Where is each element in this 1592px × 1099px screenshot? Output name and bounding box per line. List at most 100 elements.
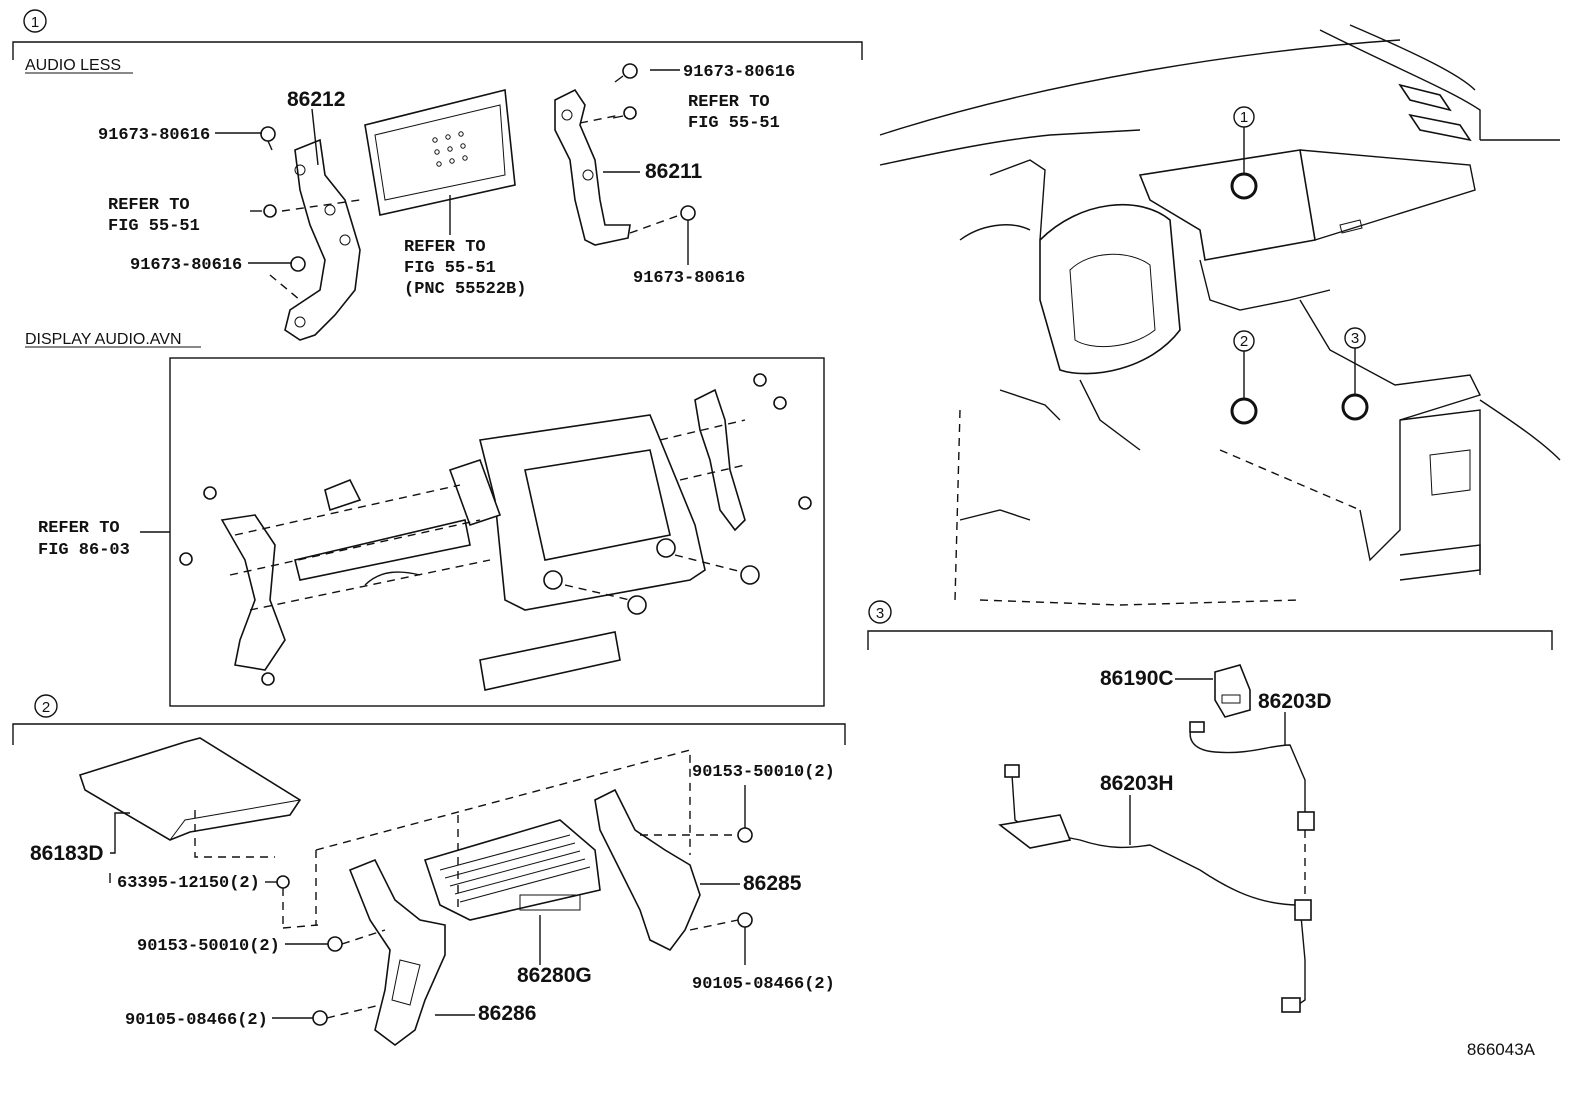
section-1-marker [23, 9, 47, 33]
bolt-icon [290, 256, 306, 272]
bolt-icon [753, 373, 767, 387]
bracket-hole [582, 169, 594, 181]
bracket-hole [324, 204, 336, 216]
connector-icon [1281, 997, 1301, 1013]
refer-note-line2: FIG 55-51 [404, 259, 496, 278]
bolt-icon [261, 672, 275, 686]
screw-icon [327, 936, 343, 952]
bolt-icon [680, 205, 696, 221]
part-91673-80616: 91673-80616 [633, 269, 745, 288]
part-90153-50010: 90153-50010(2) [137, 937, 280, 956]
bracket-hole [561, 109, 573, 121]
refer-note-line3: (PNC 55522B) [404, 280, 526, 299]
center-console [1299, 299, 1481, 562]
part-91673-80616: 91673-80616 [98, 126, 210, 145]
part-63395-12150: 63395-12150(2) [117, 874, 260, 893]
clip-icon [324, 478, 362, 512]
bolt-icon [260, 126, 276, 151]
refer-note-line2: FIG 86-03 [38, 541, 130, 560]
air-vent [1408, 113, 1472, 142]
refer-note-line2: FIG 55-51 [688, 114, 780, 133]
console-lid-86183D [78, 737, 302, 841]
part-86190C: 86190C [1100, 667, 1174, 690]
section-2-marker-label: 2 [42, 699, 50, 716]
refer-note-line2: FIG 55-51 [108, 217, 200, 236]
center-stack [1138, 149, 1316, 261]
cover-vent-dots [432, 131, 468, 167]
bracket-86286 [348, 858, 446, 1046]
bracket-hole [294, 164, 306, 176]
refer-note-line1: REFER TO [108, 196, 190, 215]
harness-86203H [1011, 774, 1306, 1011]
audio-less-cover-panel [364, 89, 516, 216]
refer-note-line1: REFER TO [404, 238, 486, 257]
wire-harness-small [364, 571, 421, 586]
connector-icon [1189, 721, 1205, 733]
section-3-marker-label: 3 [876, 605, 884, 622]
part-86286: 86286 [478, 1002, 536, 1025]
section-3-bracket [867, 630, 1553, 650]
screw-icon [737, 827, 753, 843]
knob-cap-icon [740, 565, 760, 585]
vehicle-interior-view: 1 2 3 [879, 24, 1561, 606]
bracket-86211 [554, 88, 631, 246]
amplifier-connector [519, 894, 581, 911]
audio-less-heading: AUDIO LESS [25, 57, 121, 74]
section-1-marker-label: 1 [31, 14, 39, 31]
bolt-icon [179, 552, 193, 566]
part-86203H: 86203H [1100, 772, 1174, 795]
part-91673-80616: 91673-80616 [130, 256, 242, 275]
bolt-icon [203, 486, 217, 500]
location-1-ring [1230, 172, 1258, 200]
refer-note-line1: REFER TO [688, 93, 770, 112]
dash-top-line [879, 39, 1401, 136]
bolt-icon [773, 396, 787, 410]
part-90153-50010: 90153-50010(2) [692, 763, 835, 782]
part-86285: 86285 [743, 872, 802, 895]
bolt-icon [798, 496, 812, 510]
display-screen [524, 449, 671, 561]
display-bracket-right [694, 388, 746, 532]
section-2-marker [34, 694, 58, 718]
steering-wheel [1039, 203, 1181, 375]
section-1-bracket [12, 41, 863, 60]
section-3: 3 86190C 86203D 86203H [867, 600, 1553, 1013]
section-3-marker [868, 600, 892, 624]
heat-sink-fins [439, 834, 591, 903]
connector-icon [1004, 764, 1020, 778]
part-90105-08466: 90105-08466(2) [692, 975, 835, 994]
screw-icon [737, 912, 753, 928]
harness-bracket [998, 814, 1072, 849]
display-bracket-left [220, 514, 286, 671]
audio-less-cover-inner [374, 104, 506, 201]
part-86183D: 86183D [30, 842, 104, 865]
connector-icon [1297, 811, 1315, 831]
location-3-ring [1341, 393, 1369, 421]
lower-trim-panel [479, 631, 621, 691]
part-90105-08466: 90105-08466(2) [125, 1011, 268, 1030]
usb-jack-86190C [1214, 664, 1251, 718]
knob-cap-icon [627, 595, 647, 615]
bracket-86285 [594, 788, 701, 952]
vehicle-callout-2-label: 2 [1240, 333, 1248, 350]
part-86280G: 86280G [517, 964, 592, 987]
clip-icon [276, 875, 290, 889]
refer-note-line1: REFER TO [38, 519, 120, 538]
display-audio-heading: DISPLAY AUDIO.AVN [25, 331, 182, 348]
harness-86203D [1189, 721, 1306, 815]
location-2-ring [1230, 397, 1258, 425]
bolt-icon [614, 63, 638, 83]
bracket-hole [294, 316, 306, 328]
knob-icon [656, 538, 676, 558]
vehicle-callout-3-label: 3 [1351, 330, 1359, 347]
part-86211: 86211 [645, 160, 703, 183]
display-rear-module [448, 458, 502, 527]
section-1: 1 AUDIO LESS [12, 9, 863, 707]
figure-id: 866043A [1467, 1040, 1536, 1059]
part-91673-80616: 91673-80616 [683, 63, 795, 82]
part-86212: 86212 [287, 88, 345, 111]
connector-icon [1294, 899, 1312, 921]
amplifier-86280G [423, 819, 601, 921]
